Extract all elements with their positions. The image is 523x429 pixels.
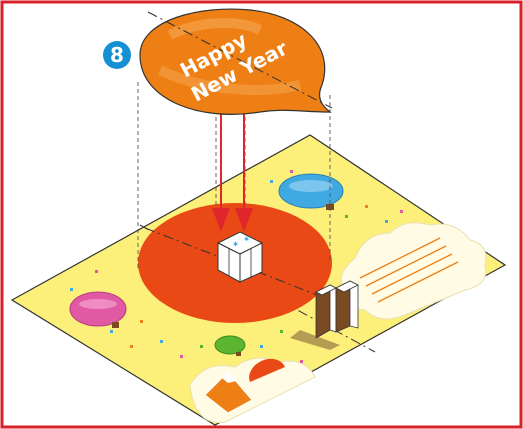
new-year-balloon: Happy New Year — [140, 9, 332, 114]
svg-text:✱: ✱ — [244, 236, 249, 243]
step-number: 8 — [110, 43, 124, 67]
bottom-scene — [190, 358, 315, 423]
step-number-badge: 8 — [103, 41, 131, 69]
svg-text:✱: ✱ — [233, 241, 238, 248]
